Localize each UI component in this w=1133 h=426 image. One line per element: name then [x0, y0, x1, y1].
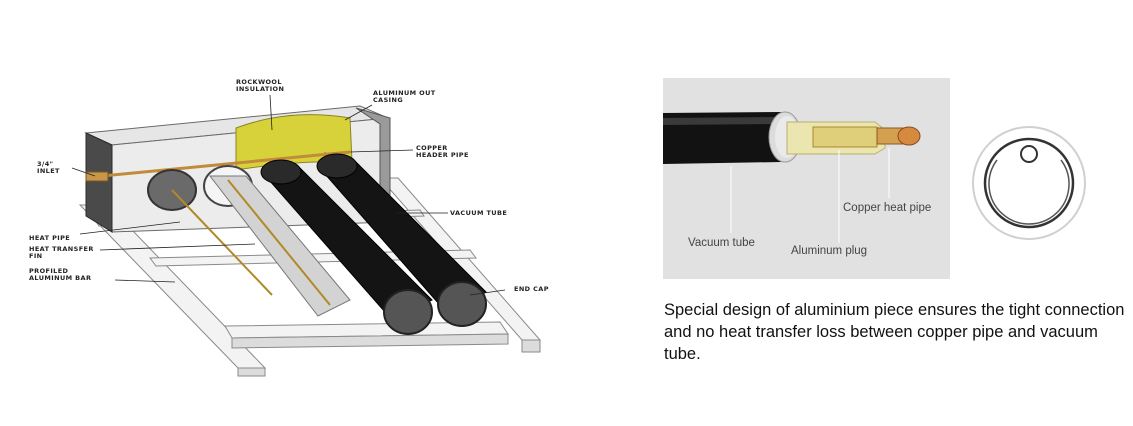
- cross-section-illustration: [972, 126, 1086, 240]
- tube-photo: Copper heat pipe Vacuum tube Aluminum pl…: [663, 78, 950, 279]
- end-cap-1: [383, 289, 433, 335]
- copper-header-pipe: [91, 150, 351, 179]
- copper-heat-pipe: [812, 126, 878, 148]
- vacuum-tube-2: [316, 153, 487, 327]
- label-inlet-line2: INLET: [37, 167, 60, 175]
- tube-cross-section: [967, 124, 1091, 242]
- label-fin-line1: HEAT TRANSFER: [29, 245, 94, 253]
- tube-end-illustration: [663, 111, 921, 243]
- heat-transfer-fin: [208, 175, 351, 317]
- vacuum-tube-1: [260, 159, 433, 335]
- label-inlet: 3/4" INLET: [37, 161, 60, 175]
- label-rockwool-line1: ROCKWOOL: [236, 78, 282, 86]
- label-aluminum-out-casing: ALUMINUM OUT CASING: [373, 90, 436, 104]
- label-rockwool: ROCKWOOL INSULATION: [236, 79, 284, 93]
- photo-label-vacuum-tube: Vacuum tube: [688, 237, 755, 249]
- label-profiled-bar: PROFILED ALUMINUM BAR: [29, 268, 91, 282]
- end-cap-2: [437, 281, 487, 327]
- label-fin-line2: FIN: [29, 252, 43, 260]
- photo-label-aluminum-plug: Aluminum plug: [791, 245, 868, 257]
- label-copper-line2: HEADER PIPE: [416, 151, 469, 159]
- label-vacuum-tube: VACUUM TUBE: [450, 209, 508, 217]
- label-copper-line1: COPPER: [416, 144, 448, 152]
- inlet-fitting: [85, 171, 109, 182]
- solar-collector-diagram: ROCKWOOL INSULATION ALUMINUM OUT CASING …: [29, 79, 549, 377]
- label-heat-transfer-fin: HEAT TRANSFER FIN: [29, 246, 94, 260]
- caption-text: Special design of aluminium piece ensure…: [664, 301, 1125, 363]
- heat-pipe-rod: [171, 189, 273, 296]
- label-inlet-line1: 3/4": [37, 160, 54, 168]
- label-profiled-line2: ALUMINUM BAR: [29, 274, 92, 282]
- leader-lines: [71, 94, 506, 296]
- label-rockwool-line2: INSULATION: [236, 85, 285, 93]
- label-aluminum-line2: CASING: [373, 96, 404, 104]
- label-end-cap: END CAP: [514, 285, 549, 293]
- photo-label-copper-heat-pipe: Copper heat pipe: [843, 202, 932, 214]
- label-aluminum-line1: ALUMINUM OUT: [373, 89, 436, 97]
- collector-illustration: [71, 94, 542, 377]
- label-heat-pipe: HEAT PIPE: [29, 234, 71, 242]
- label-copper-header: COPPER HEADER PIPE: [416, 145, 469, 159]
- label-profiled-line1: PROFILED: [29, 267, 69, 275]
